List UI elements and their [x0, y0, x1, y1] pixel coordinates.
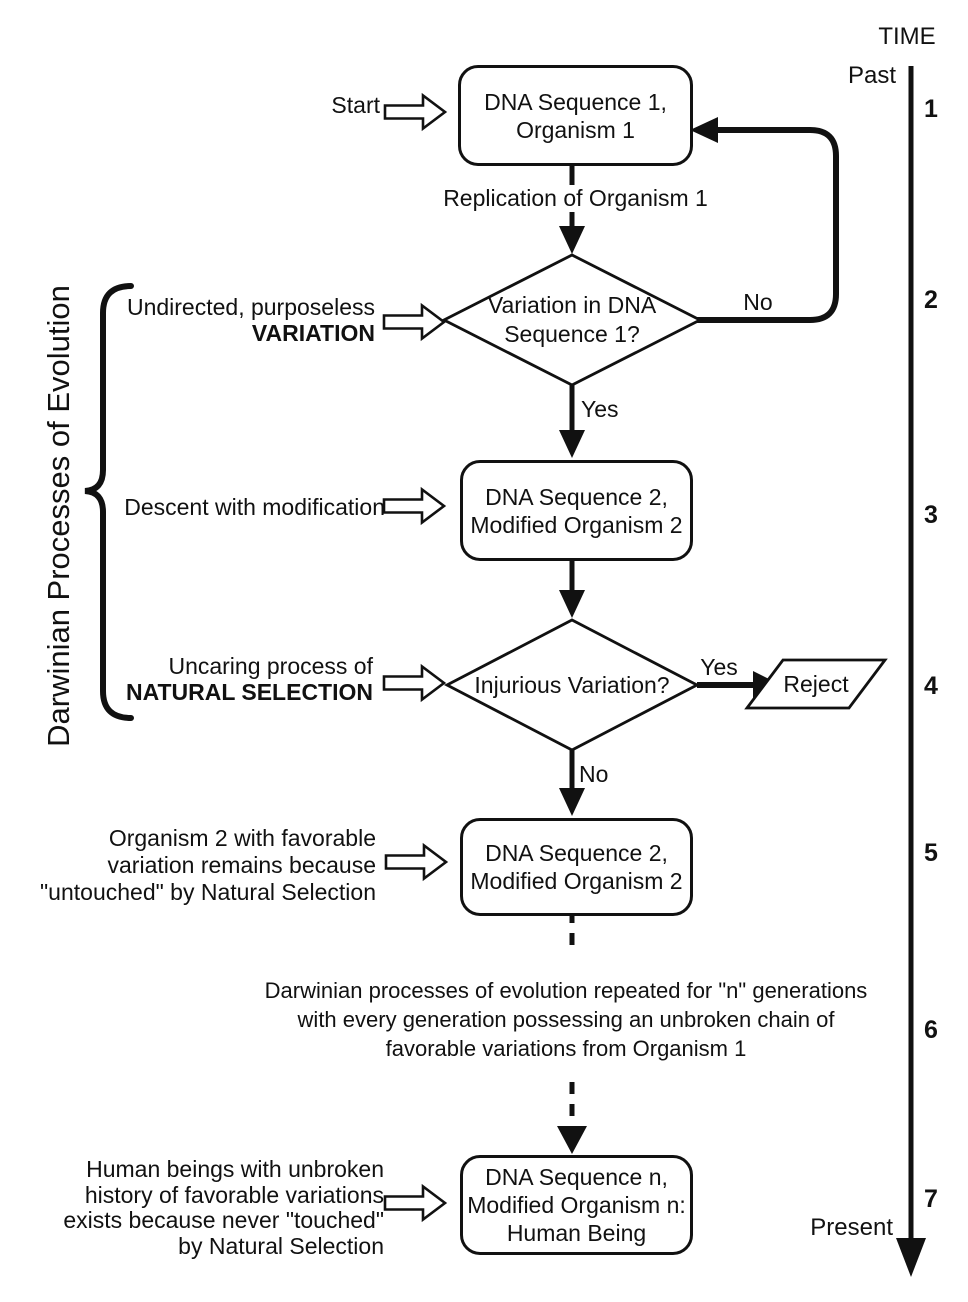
node-dna-sequence-n-line1: DNA Sequence n, [485, 1164, 668, 1190]
repeat-note: Darwinian processes of evolution repeate… [262, 976, 870, 1063]
repeat-note-line3: favorable variations from Organism 1 [385, 1036, 747, 1061]
timeline-title: TIME [878, 23, 936, 50]
variation-decision-line2: Sequence 1? [504, 321, 640, 347]
start-block-arrow-icon [383, 92, 448, 132]
node-dna-sequence-n-line3: Human Being [506, 1220, 647, 1246]
favorable-block-arrow-icon [384, 842, 449, 882]
variation-yes-label: Yes [581, 396, 619, 422]
timeline-arrowhead-icon [896, 1238, 926, 1277]
injurious-decision-label: Injurious Variation? [474, 672, 670, 698]
timeline-tick-7: 7 [924, 1185, 938, 1213]
annotation-natural-selection-line2: NATURAL SELECTION [125, 679, 373, 705]
injurious-yes-label: Yes [700, 654, 738, 680]
node-dna-sequence-2-line2: Modified Organism 2 [470, 511, 683, 538]
annotation-variation-line2: VARIATION [251, 320, 375, 346]
node-dna-sequence-1: DNA Sequence 1, Organism 1 [458, 65, 693, 166]
node-dna-sequence-n: DNA Sequence n, Modified Organism n: Hum… [460, 1155, 693, 1255]
descent-block-arrow-icon [382, 486, 447, 526]
darwinian-brace [84, 283, 134, 721]
variation-decision-line1: Variation in DNA [487, 292, 657, 318]
node-dna-sequence-2-kept: DNA Sequence 2, Modified Organism 2 [460, 818, 693, 916]
reject-label: Reject [783, 671, 849, 697]
timeline-tick-5: 5 [924, 839, 938, 867]
annotation-favorable-line2: variation remains because [107, 852, 376, 878]
node-dna-sequence-2-kept-line2: Modified Organism 2 [470, 868, 683, 894]
generations-arrowhead-icon [557, 1126, 587, 1154]
variation-no-label: No [743, 289, 773, 315]
annotation-favorable-line3: "untouched" by Natural Selection [40, 879, 376, 905]
injurious-no-label: No [579, 761, 609, 787]
yes-variation-arrowhead-icon [559, 430, 585, 458]
reject-parallelogram [744, 658, 888, 710]
repeat-note-line2: with every generation possessing an unbr… [297, 1007, 835, 1032]
no-loop-connector [697, 127, 839, 323]
annotation-human: Human beings with unbroken history of fa… [40, 1156, 384, 1259]
annotation-human-line2: history of favorable variations [84, 1181, 384, 1208]
timeline-tick-2: 2 [924, 286, 938, 314]
node-dna-sequence-2-line1: DNA Sequence 2, [485, 483, 668, 510]
replication-label: Replication of Organism 1 [420, 185, 731, 212]
annotation-human-line4: by Natural Selection [178, 1232, 384, 1259]
variation-block-arrow-icon [382, 302, 447, 342]
selection-block-arrow-icon [382, 663, 447, 703]
timeline-tick-1: 1 [924, 95, 938, 123]
replication-arrowhead-icon [559, 226, 585, 254]
timeline-present-label: Present [810, 1214, 893, 1241]
annotation-natural-selection-line1: Uncaring process of [168, 653, 373, 679]
no-injurious-arrowhead-icon [559, 788, 585, 816]
variation-decision-label: Variation in DNA Sequence 1? [460, 291, 684, 349]
annotation-variation-line1: Undirected, purposeless [126, 294, 375, 320]
timeline-tick-6: 6 [924, 1016, 938, 1044]
annotation-human-line1: Human beings with unbroken [86, 1156, 384, 1182]
repeat-note-line1: Darwinian processes of evolution repeate… [264, 978, 868, 1003]
node-dna-sequence-n-line2: Modified Organism n: [467, 1192, 686, 1218]
node-dna-sequence-2: DNA Sequence 2, Modified Organism 2 [460, 460, 693, 561]
variation-decision-diamond [440, 253, 704, 387]
start-label: Start [331, 92, 380, 118]
no-loop-arrowhead-icon [690, 117, 718, 143]
annotation-favorable-line1: Organism 2 with favorable [108, 825, 376, 851]
annotation-descent-line1: Descent with modification [124, 494, 385, 520]
annotation-variation: Undirected, purposeless VARIATION [70, 294, 375, 346]
annotation-favorable: Organism 2 with favorable variation rema… [28, 825, 376, 906]
node-dna-sequence-1-line2: Organism 1 [516, 116, 635, 143]
annotation-human-line3: exists because never "touched" [63, 1207, 384, 1233]
node-dna-sequence-1-line1: DNA Sequence 1, [484, 88, 667, 115]
human-block-arrow-icon [383, 1183, 448, 1223]
timeline-tick-4: 4 [924, 672, 938, 700]
box2-to-injurious-arrowhead-icon [559, 590, 585, 618]
timeline-tick-3: 3 [924, 501, 938, 529]
timeline-past-label: Past [847, 62, 897, 89]
node-dna-sequence-2-kept-line1: DNA Sequence 2, [485, 840, 668, 866]
annotation-descent: Descent with modification [80, 494, 385, 521]
annotation-natural-selection: Uncaring process of NATURAL SELECTION [65, 653, 373, 705]
